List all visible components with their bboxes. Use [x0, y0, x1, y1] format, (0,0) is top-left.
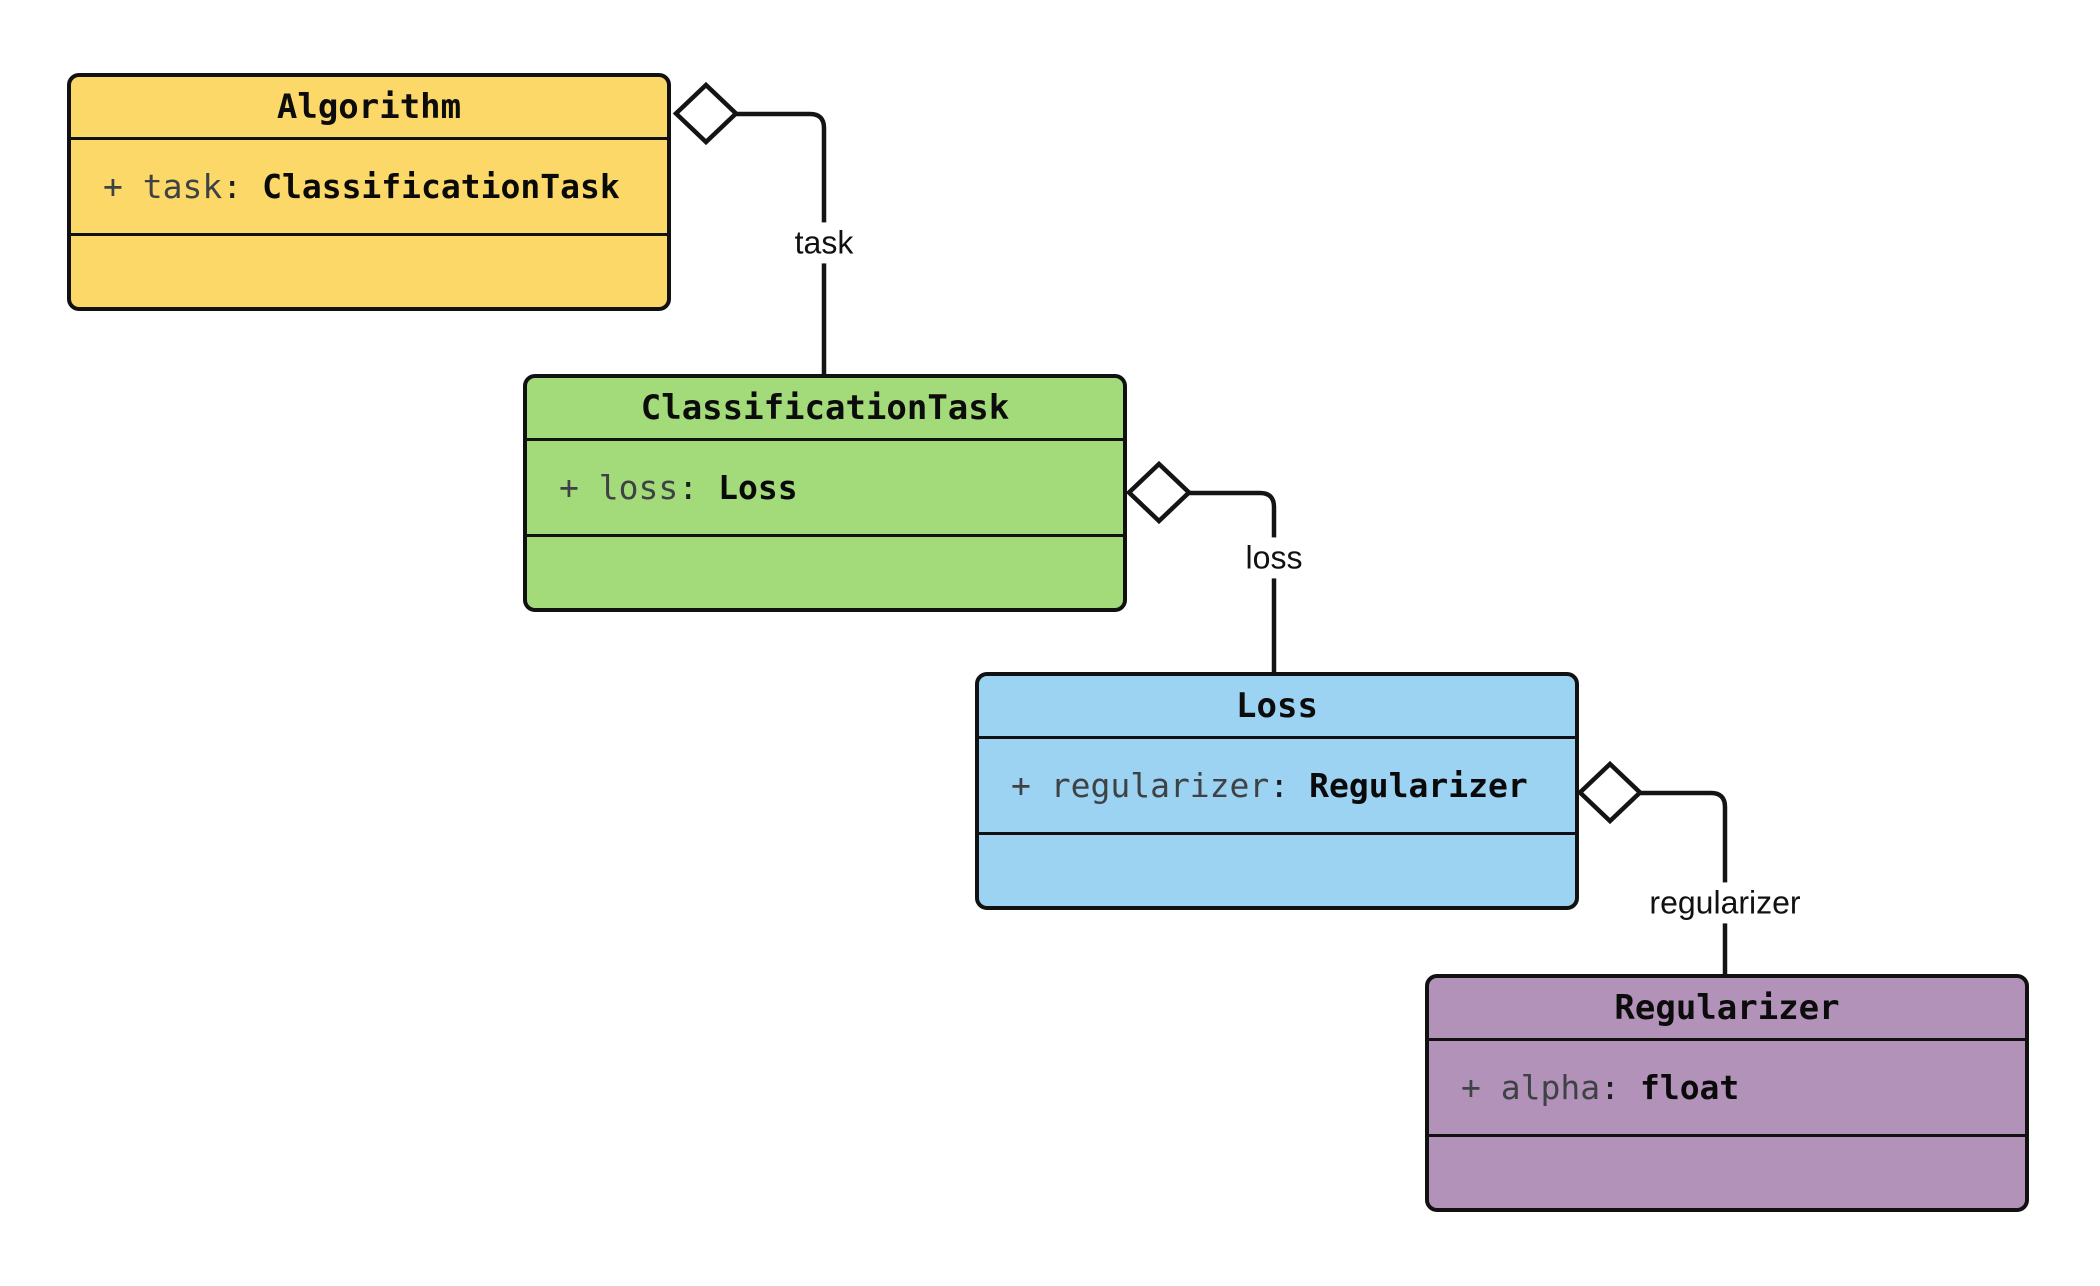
- class-box-classificationtask: ClassificationTask + loss: Loss: [523, 374, 1127, 612]
- class-attributes-compartment: + task: ClassificationTask: [71, 140, 667, 236]
- attribute-colon: :: [1600, 1068, 1620, 1107]
- attribute-colon: :: [678, 468, 699, 507]
- class-attributes-compartment: + alpha: float: [1429, 1041, 2025, 1137]
- class-box-algorithm: Algorithm + task: ClassificationTask: [67, 73, 671, 311]
- attribute-colon: :: [222, 167, 243, 206]
- attribute-name: + loss: [559, 468, 679, 507]
- connector-loss-line: [1188, 490, 1277, 676]
- class-methods-compartment-empty: [527, 537, 1123, 608]
- connector-task-line: [735, 111, 827, 378]
- class-title: Loss: [979, 676, 1575, 739]
- edge-label-regularizer: regularizer: [1640, 882, 1810, 924]
- class-title: Regularizer: [1429, 978, 2025, 1041]
- attribute-type: Loss: [718, 468, 798, 507]
- edge-label-task: task: [785, 222, 863, 264]
- attribute-type: ClassificationTask: [262, 167, 620, 206]
- class-methods-compartment-empty: [979, 835, 1575, 906]
- class-title: ClassificationTask: [527, 378, 1123, 441]
- class-box-regularizer: Regularizer + alpha: float: [1425, 974, 2029, 1212]
- attribute-name: + alpha: [1461, 1068, 1601, 1107]
- class-methods-compartment-empty: [71, 236, 667, 307]
- relation-regularizer: [1576, 760, 1728, 978]
- class-title: Algorithm: [71, 77, 667, 140]
- relation-loss: [1125, 460, 1277, 676]
- class-attributes-compartment: + loss: Loss: [527, 441, 1123, 537]
- attribute-name: + task: [103, 167, 223, 206]
- attribute-type: Regularizer: [1309, 766, 1528, 805]
- attribute-name: + regularizer: [1011, 766, 1270, 805]
- aggregation-diamond-icon: [672, 81, 740, 146]
- relation-task: [672, 81, 827, 378]
- attribute-type: float: [1639, 1068, 1740, 1107]
- attribute-colon: :: [1269, 766, 1290, 805]
- connector-regularizer-line: [1638, 790, 1728, 978]
- class-box-loss: Loss + regularizer: Regularizer: [975, 672, 1579, 910]
- edge-label-loss: loss: [1236, 537, 1312, 579]
- aggregation-diamond-icon: [1576, 760, 1644, 825]
- aggregation-diamond-icon: [1125, 460, 1193, 525]
- class-attributes-compartment: + regularizer: Regularizer: [979, 739, 1575, 835]
- class-methods-compartment-empty: [1429, 1137, 2025, 1208]
